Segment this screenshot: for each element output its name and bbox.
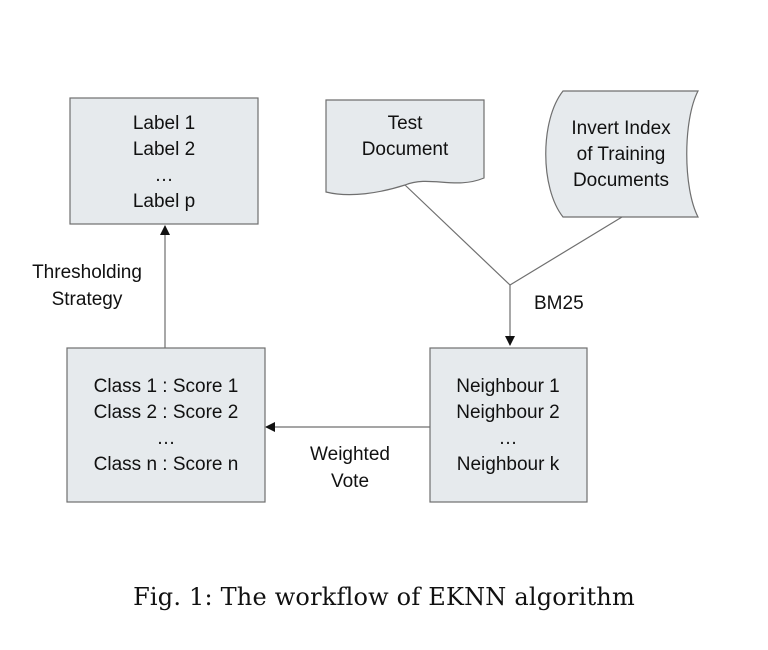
test-document-connector <box>404 184 511 286</box>
class-score-line-1: Class 1 : Score 1 <box>94 376 239 397</box>
invert-index-line-1: Invert Index <box>571 118 671 139</box>
thresholding-label-line-2: Strategy <box>52 289 123 310</box>
label-line-p: Label p <box>133 191 195 212</box>
invert-index-line-2: of Training <box>577 144 666 165</box>
weighted-vote-label-line-1: Weighted <box>310 444 390 465</box>
thresholding-label-line-1: Thresholding <box>32 262 142 283</box>
class-scores-box: Class 1 : Score 1 Class 2 : Score 2 … Cl… <box>66 347 266 503</box>
label-line-1: Label 1 <box>133 113 195 134</box>
test-document-shape: Test Document <box>325 99 485 196</box>
neighbour-line-2: Neighbour 2 <box>456 402 560 423</box>
neighbours-box: Neighbour 1 Neighbour 2 … Neighbour k <box>429 347 588 503</box>
neighbour-line-k: Neighbour k <box>457 454 560 475</box>
invert-index-shape: Invert Index of Training Documents <box>545 90 699 218</box>
bm25-label: BM25 <box>534 293 584 314</box>
figure-caption: Fig. 1: The workflow of EKNN algorithm <box>133 583 635 611</box>
invert-index-connector <box>509 216 623 286</box>
class-score-ellipsis: … <box>157 428 176 449</box>
neighbour-line-1: Neighbour 1 <box>456 376 560 397</box>
class-score-line-n: Class n : Score n <box>94 454 239 475</box>
labels-box: Label 1 Label 2 … Label p <box>69 97 259 225</box>
weighted-vote-label-line-2: Vote <box>331 471 369 492</box>
class-score-line-2: Class 2 : Score 2 <box>94 402 239 423</box>
test-document-line-2: Document <box>362 139 449 160</box>
label-line-2: Label 2 <box>133 139 195 160</box>
neighbour-ellipsis: … <box>499 428 518 449</box>
test-document-line-1: Test <box>388 113 424 134</box>
invert-index-line-3: Documents <box>573 170 669 191</box>
label-ellipsis: … <box>155 165 174 186</box>
